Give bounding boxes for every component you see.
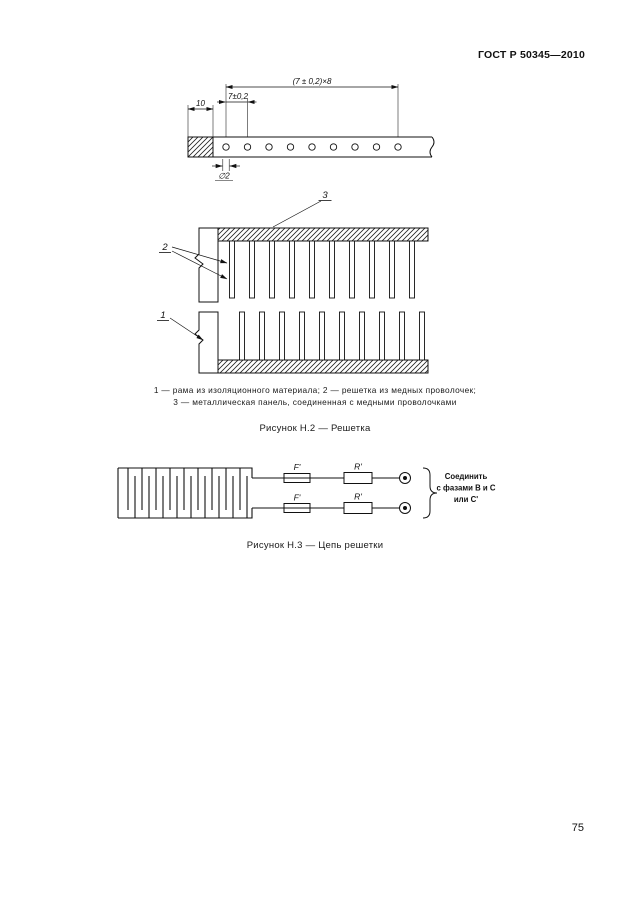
figure-h2-title: Рисунок Н.2 — Решетка — [259, 423, 371, 434]
connect-note-line3: или С' — [454, 495, 478, 504]
metal-panel-top-bar — [217, 227, 429, 242]
resistor-bottom — [343, 502, 373, 514]
strip-break-line — [429, 136, 435, 158]
fuse-top — [283, 473, 311, 483]
figure-h2-panel-strip-drawing: (7 ± 0,2)×8 7±0,2 10 ∅2 — [187, 77, 435, 181]
panel-holes — [222, 143, 402, 151]
circuit-components — [283, 472, 373, 514]
copper-wires-upper — [229, 240, 415, 299]
part-label-grid: 2 — [161, 242, 168, 253]
connect-note-line2: с фазами В и С — [437, 484, 496, 493]
leader-lines — [169, 200, 322, 341]
document-header: ГОСТ Р 50345—2010 — [477, 49, 585, 61]
resistor-top-label: R' — [354, 462, 362, 472]
terminal-bottom-center — [403, 506, 407, 510]
resistor-top — [343, 472, 373, 484]
figure-h3-title: Рисунок Н.3 — Цепь решетки — [246, 540, 384, 551]
part-label-panel: 3 — [322, 190, 328, 201]
resistor-bottom-label: R' — [354, 492, 362, 502]
grid-comb — [117, 467, 253, 519]
strip-hatched-end — [187, 136, 214, 158]
extension-lines — [187, 84, 399, 181]
terminal-top-center — [403, 476, 407, 480]
figure-h2-legend-line2: 3 — металлическая панель, соединенная с … — [173, 397, 457, 407]
dim-overall-label: (7 ± 0,2)×8 — [293, 77, 332, 86]
figure-h3-circuit-drawing: F' R' F' R' Соединить с фазами В и С или… — [117, 462, 496, 519]
part-label-frame: 1 — [160, 310, 165, 321]
fuse-bottom-label: F' — [294, 493, 301, 503]
fuse-bottom — [283, 503, 311, 513]
label-underlines — [157, 200, 332, 321]
connection-brace — [422, 467, 438, 519]
circuit-wires — [252, 477, 400, 509]
terminals — [399, 472, 411, 514]
metal-panel-bottom-bar — [217, 359, 429, 374]
insulating-frame-upper — [194, 227, 219, 303]
figure-h2-grid-drawing: 3 2 1 — [157, 190, 429, 374]
figure-h2-legend-line1: 1 — рама из изоляционного материала; 2 —… — [153, 385, 477, 395]
grid-structure — [194, 227, 429, 374]
fuse-top-label: F' — [294, 462, 301, 472]
dim-end-margin-label: 10 — [196, 99, 205, 108]
connect-note-line1: Соединить — [445, 472, 488, 481]
copper-wires-lower — [239, 311, 425, 361]
dim-pitch-label: 7±0,2 — [228, 92, 249, 101]
page-number: 75 — [571, 822, 584, 834]
insulating-frame-lower — [194, 311, 219, 374]
dim-hole-diameter-label: ∅2 — [218, 172, 230, 181]
dimension-lines — [187, 84, 399, 169]
